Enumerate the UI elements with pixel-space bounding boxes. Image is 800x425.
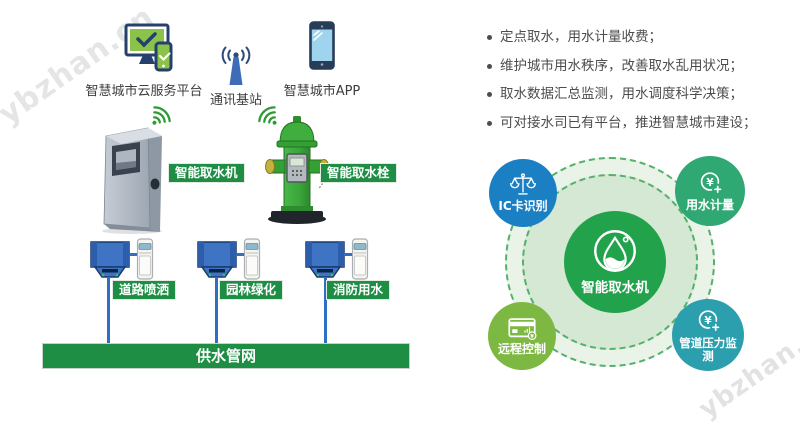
feature-text: 取水数据汇总监测，用水调度科学决策； (500, 86, 743, 103)
intake-machine-image (102, 127, 162, 234)
terminal-tag-landscaping: 园林绿化 (219, 280, 284, 300)
terminal-truck-connector (344, 253, 352, 256)
credit-card-icon: ¥ (508, 317, 537, 340)
usage-terminal-icon (90, 241, 130, 278)
feature-text: 可对接水司已有平台，推进智慧城市建设； (500, 114, 757, 131)
pipe-network-bar: 供水管网 (42, 343, 410, 369)
usage-terminal-icon (197, 241, 237, 278)
terminal-truck-connector (236, 253, 244, 256)
terminal-tag-road-spray: 道路喷洒 (112, 280, 177, 300)
city-app-icon (309, 21, 335, 70)
intake-hydrant-image (265, 116, 329, 224)
hub-satellite-label: 管道压力监测 (679, 335, 737, 363)
hub-center-label: 智能取水机 (581, 280, 649, 296)
hub-center-circle: 智能取水机 (564, 211, 666, 313)
feature-bullet: 取水数据汇总监测，用水调度科学决策； (487, 87, 792, 103)
pipe-line (324, 277, 327, 343)
pipe-line (215, 277, 218, 343)
base-station-icon (221, 46, 251, 85)
feature-bullet: 可对接水司已有平台，推进智慧城市建设； (487, 114, 792, 132)
water-drop-icon (594, 230, 636, 272)
intake-machine-tag: 智能取水机 (168, 163, 245, 183)
hub-satellite-pipe-pressure: ¥ 管道压力监测 (672, 299, 744, 371)
yuan-meter-icon: ¥ (698, 310, 720, 331)
bullet-dot-icon (487, 92, 492, 98)
city-app-label: 智慧城市APP (283, 84, 361, 99)
svg-text:¥: ¥ (706, 177, 714, 189)
terminal-truck-connector (129, 253, 137, 256)
hub-satellite-label: 远程控制 (497, 341, 546, 356)
hub-satellite-water-metering: ¥ 用水计量 (675, 156, 745, 226)
feature-text: 定点取水，用水计量收费； (500, 29, 662, 45)
feature-bullet: 定点取水，用水计量收费； (487, 29, 792, 46)
cloud-platform-icon (124, 23, 173, 72)
svg-text:¥: ¥ (704, 315, 712, 327)
hub-satellite-remote-control: ¥ 远程控制 (488, 302, 556, 370)
hub-satellite-label: 用水计量 (685, 198, 734, 213)
yuan-meter-icon: ¥ (700, 172, 722, 194)
bullet-dot-icon (487, 63, 492, 69)
intake-hydrant-tag: 智能取水栓 (320, 163, 397, 183)
wifi-signal-icon (152, 106, 171, 125)
wifi-signal-icon (258, 106, 277, 125)
truck-icon (351, 238, 369, 280)
bullet-dot-icon (487, 35, 492, 40)
bullet-dot-icon (487, 120, 492, 126)
feature-list: 定点取水，用水计量收费； 维护城市用水秩序，改善取水乱用状况； 取水数据汇总监测… (487, 29, 792, 144)
hub-satellite-label: IC卡识别 (498, 199, 548, 214)
feature-text: 维护城市用水秩序，改善取水乱用状况； (500, 57, 743, 74)
hub-satellite-ic-card: IC卡识别 (489, 159, 557, 227)
usage-terminal-icon (305, 241, 345, 278)
cloud-platform-label: 智慧城市云服务平台 (85, 84, 203, 99)
terminal-tag-fire-water: 消防用水 (326, 280, 391, 300)
balance-scale-icon (510, 173, 536, 195)
base-station-label: 通讯基站 (209, 93, 262, 108)
truck-icon (136, 238, 154, 280)
truck-icon (243, 238, 261, 280)
pipe-line (107, 277, 110, 343)
feature-bullet: 维护城市用水秩序，改善取水乱用状况； (487, 57, 792, 75)
svg-text:¥: ¥ (530, 333, 534, 339)
